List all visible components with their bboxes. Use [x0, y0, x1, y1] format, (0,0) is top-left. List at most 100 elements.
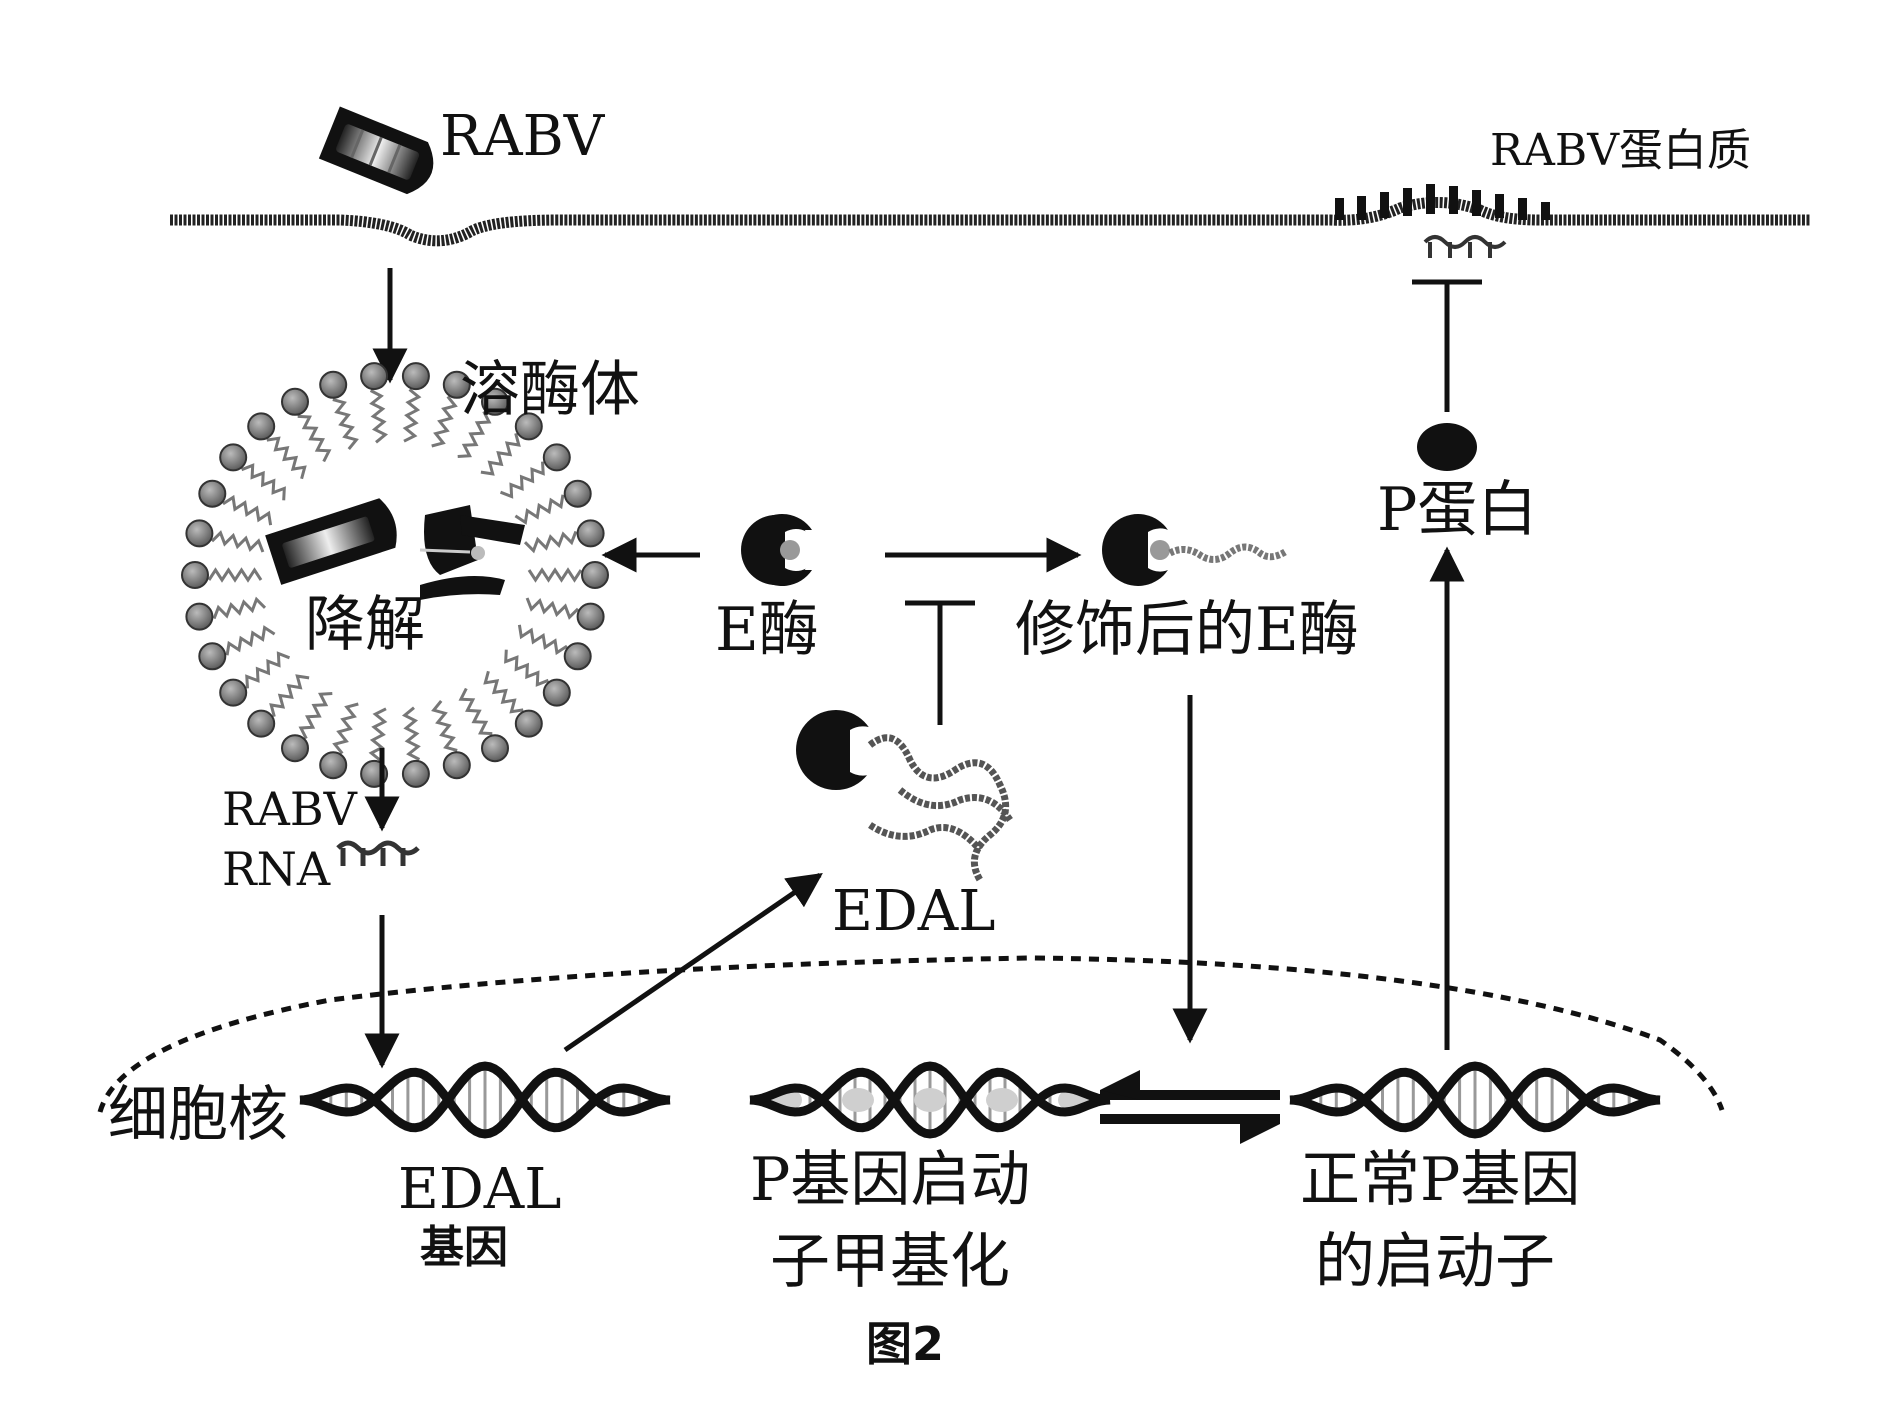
lipid-head — [442, 751, 471, 780]
lipid-head — [542, 443, 571, 472]
edal-gene-label-line2: 基因 — [420, 1222, 508, 1273]
edal-label: EDAL — [832, 879, 995, 944]
figure-caption: 图2 — [866, 1317, 944, 1371]
lipid-tail — [222, 494, 273, 526]
methylated-promoter-label-line2: 子甲基化 — [770, 1227, 1010, 1297]
lipid-head — [514, 709, 543, 738]
lipid-head — [481, 387, 509, 416]
arrow-edal-gene-to-edal — [563, 872, 823, 1053]
lipid-head — [576, 519, 605, 548]
dna-strand — [749, 1067, 1111, 1139]
lipid-tail — [207, 567, 263, 583]
lipid-tail — [527, 567, 583, 583]
edal-bound-e-enzyme-icon — [796, 710, 1013, 882]
rabv-label: RABV — [440, 104, 606, 169]
nucleus-label: 细胞核 — [108, 1080, 288, 1150]
dna-strand — [1289, 1061, 1661, 1133]
modified-e-enzyme-label: 修饰后的E酶 — [1015, 595, 1359, 665]
lipid-head — [563, 642, 592, 671]
rabv-rna-label-line1: RABV — [222, 782, 358, 836]
lipid-head — [401, 362, 430, 391]
lipid-tail — [225, 625, 276, 656]
lipid-head — [576, 602, 605, 631]
lipid-head — [219, 443, 248, 472]
lipid-tail — [401, 706, 421, 761]
cell-membrane — [170, 197, 1810, 247]
edal-gene-label-line1: EDAL — [398, 1157, 561, 1222]
e-enzyme-label: E酶 — [715, 595, 819, 665]
lipid-head — [181, 561, 209, 589]
lipid-head — [542, 678, 571, 707]
methyl-group — [914, 1088, 946, 1112]
edal-gene-dna-helix — [299, 1061, 671, 1139]
lipid-head — [442, 370, 471, 399]
lipid-head — [581, 561, 609, 589]
lipid-head — [281, 387, 309, 416]
lipid-tail — [483, 670, 524, 714]
lipid-head — [360, 362, 389, 391]
lipid-tail — [297, 414, 332, 463]
dna-strand — [1289, 1067, 1661, 1139]
lipid-tail — [402, 388, 422, 443]
lipid-head — [319, 751, 348, 780]
lipid-head — [198, 479, 227, 508]
lipid-tail — [517, 624, 568, 656]
lipid-head — [247, 709, 276, 738]
dna-strand — [299, 1067, 671, 1139]
normal-promoter-label-line2: 的启动子 — [1315, 1227, 1555, 1297]
lipid-tail — [523, 530, 578, 554]
lysosome — [181, 362, 609, 788]
methylated-promoter-dna-helix — [749, 1061, 1111, 1139]
lipid-tail — [368, 707, 388, 762]
membrane-rna-icon — [1423, 235, 1507, 258]
lipid-tail — [504, 649, 549, 687]
lipid-tail — [332, 398, 359, 451]
lipid-head — [319, 370, 348, 399]
inhibition-p-protein-to-rabv-protein — [1412, 279, 1482, 412]
lipid-tail — [332, 702, 359, 755]
methyl-group — [842, 1088, 874, 1112]
lipid-tail — [431, 699, 458, 752]
e-enzyme-icon — [741, 514, 818, 586]
lysosome-label: 溶酶体 — [460, 355, 640, 425]
modified-e-enzyme-icon — [1102, 514, 1287, 586]
lipid-tail — [480, 433, 521, 476]
reversible-equilibrium-arrows — [1100, 1070, 1280, 1144]
dna-strand — [749, 1061, 1111, 1133]
lipid-tail — [431, 395, 458, 448]
degraded-virus-fragments — [265, 498, 525, 600]
lipid-head — [219, 678, 248, 707]
lipid-tail — [245, 651, 291, 689]
p-protein-icon — [1417, 423, 1477, 471]
lipid-head — [185, 602, 214, 631]
lipid-head — [563, 479, 592, 508]
rabv-virus-particle — [318, 106, 434, 195]
lipid-head — [514, 412, 543, 441]
rabv-rna-label-line2: RNA — [222, 842, 331, 896]
rabv-rna-icon — [336, 840, 420, 866]
methylated-promoter-label-line1: P基因启动 — [750, 1145, 1030, 1215]
lipid-tail — [457, 410, 492, 458]
p-protein-label: P蛋白 — [1377, 475, 1537, 545]
lipid-head — [481, 734, 509, 763]
lipid-tail — [458, 687, 493, 736]
lipid-tail — [212, 596, 267, 620]
lipid-head — [247, 412, 276, 441]
inhibition-edal-to-modification — [905, 600, 975, 725]
normal-promoter-dna-helix — [1289, 1061, 1661, 1139]
lipid-head — [185, 519, 214, 548]
lipid-tail — [210, 530, 265, 553]
membrane-rabv-proteins — [1335, 184, 1550, 220]
lipid-tail — [499, 461, 545, 499]
lipid-tail — [514, 494, 565, 525]
methyl-group — [986, 1088, 1018, 1112]
degrade-label: 降解 — [305, 590, 425, 660]
lipid-head — [401, 759, 430, 788]
nucleus-boundary — [97, 955, 1725, 1113]
lipid-tail — [525, 597, 580, 620]
lipid-tail — [298, 692, 333, 740]
lipid-head — [281, 734, 309, 763]
lipid-tail — [266, 436, 307, 480]
dna-strand — [299, 1061, 671, 1133]
rabv-protein-label: RABV蛋白质 — [1490, 125, 1751, 176]
